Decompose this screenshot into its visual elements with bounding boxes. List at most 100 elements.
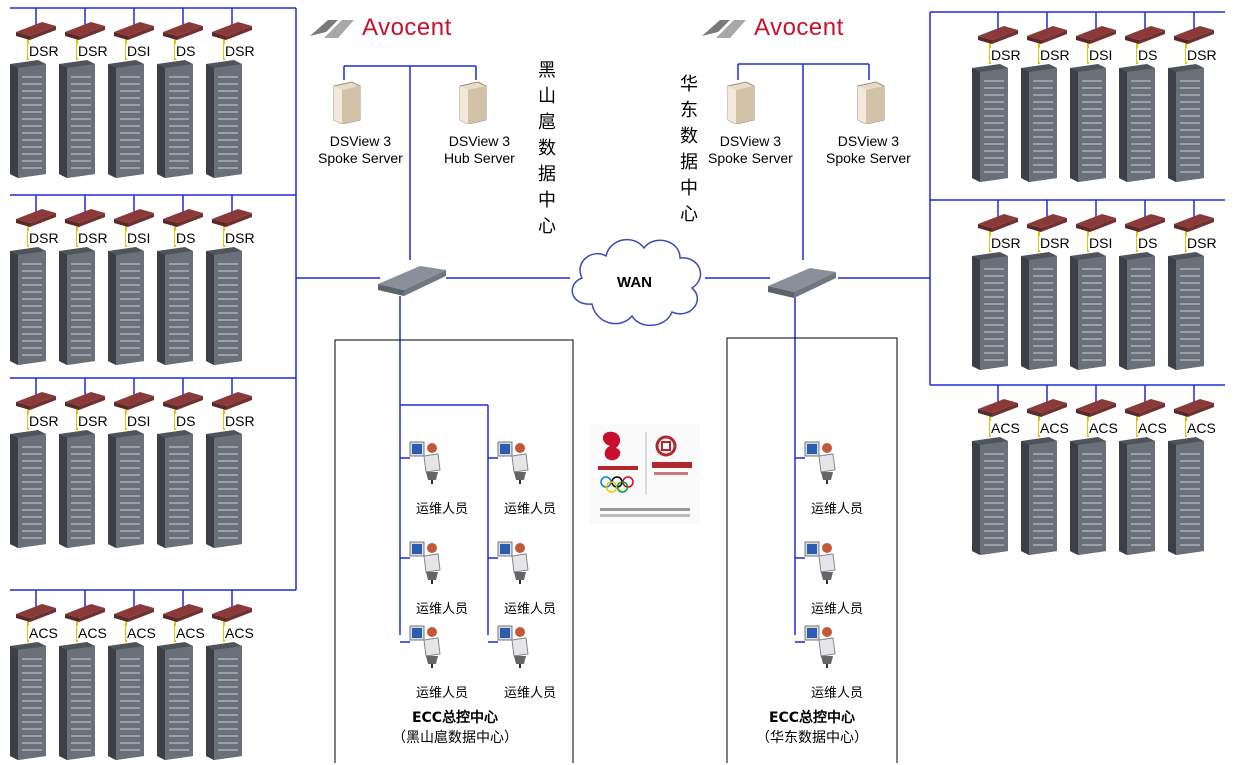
server-rack-icon [1119,435,1155,555]
server-rack-icon [157,58,193,178]
acs-label: ACS [1039,420,1070,436]
acs-label: ACS [126,625,157,641]
dsr-switch-icon [1076,212,1116,232]
acs-switch-icon [114,602,154,622]
server-rack-icon [10,58,46,178]
acs-label: ACS [1088,420,1119,436]
acs-label: ACS [1186,420,1217,436]
dsr-label: DSR [224,230,256,246]
dsr-label: DS [175,230,197,246]
dsr-label: DSI [126,43,152,59]
dsr-switch-icon [1125,212,1165,232]
dsr-switch-icon [978,24,1018,44]
dsr-label: DSR [77,43,109,59]
dsr-switch-icon [114,207,154,227]
right-char: 据 [680,152,698,173]
dsr-switch-icon [1076,24,1116,44]
server-rack-icon [1070,62,1106,182]
dsr-label: DS [175,43,197,59]
server-rack-icon [1168,435,1204,555]
dsr-switch-icon [1027,24,1067,44]
server-rack-icon [1070,250,1106,370]
dsr-switch-icon [1174,212,1214,232]
dsr-label: DSR [990,235,1022,251]
server-rack-icon [157,245,193,365]
left-site-name: 黑山扈数据中心 [536,58,558,240]
network-switch-icon [766,262,838,303]
operator-label: 运维人员 [504,686,557,701]
dsr-switch-icon [114,20,154,40]
server-rack-icon [1119,62,1155,182]
server-rack-icon [206,640,242,760]
avocent-wordmark: Avocent [362,14,452,41]
operator-workstation-icon [408,622,442,673]
server-rack-icon [157,428,193,548]
avocent-logo-left: Avocent [308,14,452,42]
dsr-switch-icon [163,207,203,227]
dsr-switch-icon [1125,24,1165,44]
server-icon [458,80,488,129]
server-icon [332,80,362,129]
acs-switch-icon [1125,397,1165,417]
server-rack-icon [10,245,46,365]
dsr-switch-icon [16,20,56,40]
right-char: 心 [680,204,698,225]
dsr-label: DSR [224,413,256,429]
dsr-label: DSR [77,230,109,246]
right-char: 中 [680,178,698,199]
avocent-mark-icon [310,20,354,38]
acs-label: ACS [28,625,59,641]
left-ecc-label: ECC总控中心（黑山扈数据中心） [392,710,518,746]
left-char: 扈 [538,112,556,133]
left-char: 数 [538,138,556,159]
right-char: 华 [680,74,698,95]
acs-switch-icon [212,602,252,622]
dsr-label: DS [1137,47,1159,63]
dsr-switch-icon [978,212,1018,232]
operator-workstation-icon [803,538,837,589]
sponsor-logo [590,424,700,524]
server-rack-icon [1070,435,1106,555]
left-char: 中 [538,190,556,211]
dsr-label: DSR [28,43,60,59]
acs-label: ACS [175,625,206,641]
dsr-label: DSI [1088,47,1114,63]
operator-workstation-icon [496,622,530,673]
dsr-label: DSI [126,230,152,246]
operator-label: 运维人员 [811,686,864,701]
operator-workstation-icon [408,538,442,589]
dsr-label: DS [1137,235,1159,251]
operator-workstation-icon [496,438,530,489]
operator-workstation-icon [803,622,837,673]
dsr-switch-icon [163,20,203,40]
server-rack-icon [1168,250,1204,370]
operator-label: 运维人员 [504,502,557,517]
acs-label: ACS [1137,420,1168,436]
server-rack-icon [10,640,46,760]
dsr-switch-icon [1027,212,1067,232]
operator-label: 运维人员 [416,602,469,617]
operator-label: 运维人员 [811,602,864,617]
server-rack-icon [108,640,144,760]
network-switch-icon [376,260,448,301]
dsr-switch-icon [65,20,105,40]
dsr-label: DSI [1088,235,1114,251]
dsr-switch-icon [163,390,203,410]
avocent-wordmark: Avocent [754,14,844,41]
server-rack-icon [206,58,242,178]
right-site-name: 华东数据中心 [678,72,700,228]
operator-label: 运维人员 [416,686,469,701]
dsr-label: DSR [77,413,109,429]
dsr-label: DSR [1186,47,1218,63]
server-rack-icon [108,58,144,178]
acs-switch-icon [978,397,1018,417]
dsr-switch-icon [114,390,154,410]
left-char: 据 [538,164,556,185]
acs-switch-icon [65,602,105,622]
acs-switch-icon [1076,397,1116,417]
server-rack-icon [59,58,95,178]
server-rack-icon [972,250,1008,370]
left-char: 山 [538,86,556,107]
